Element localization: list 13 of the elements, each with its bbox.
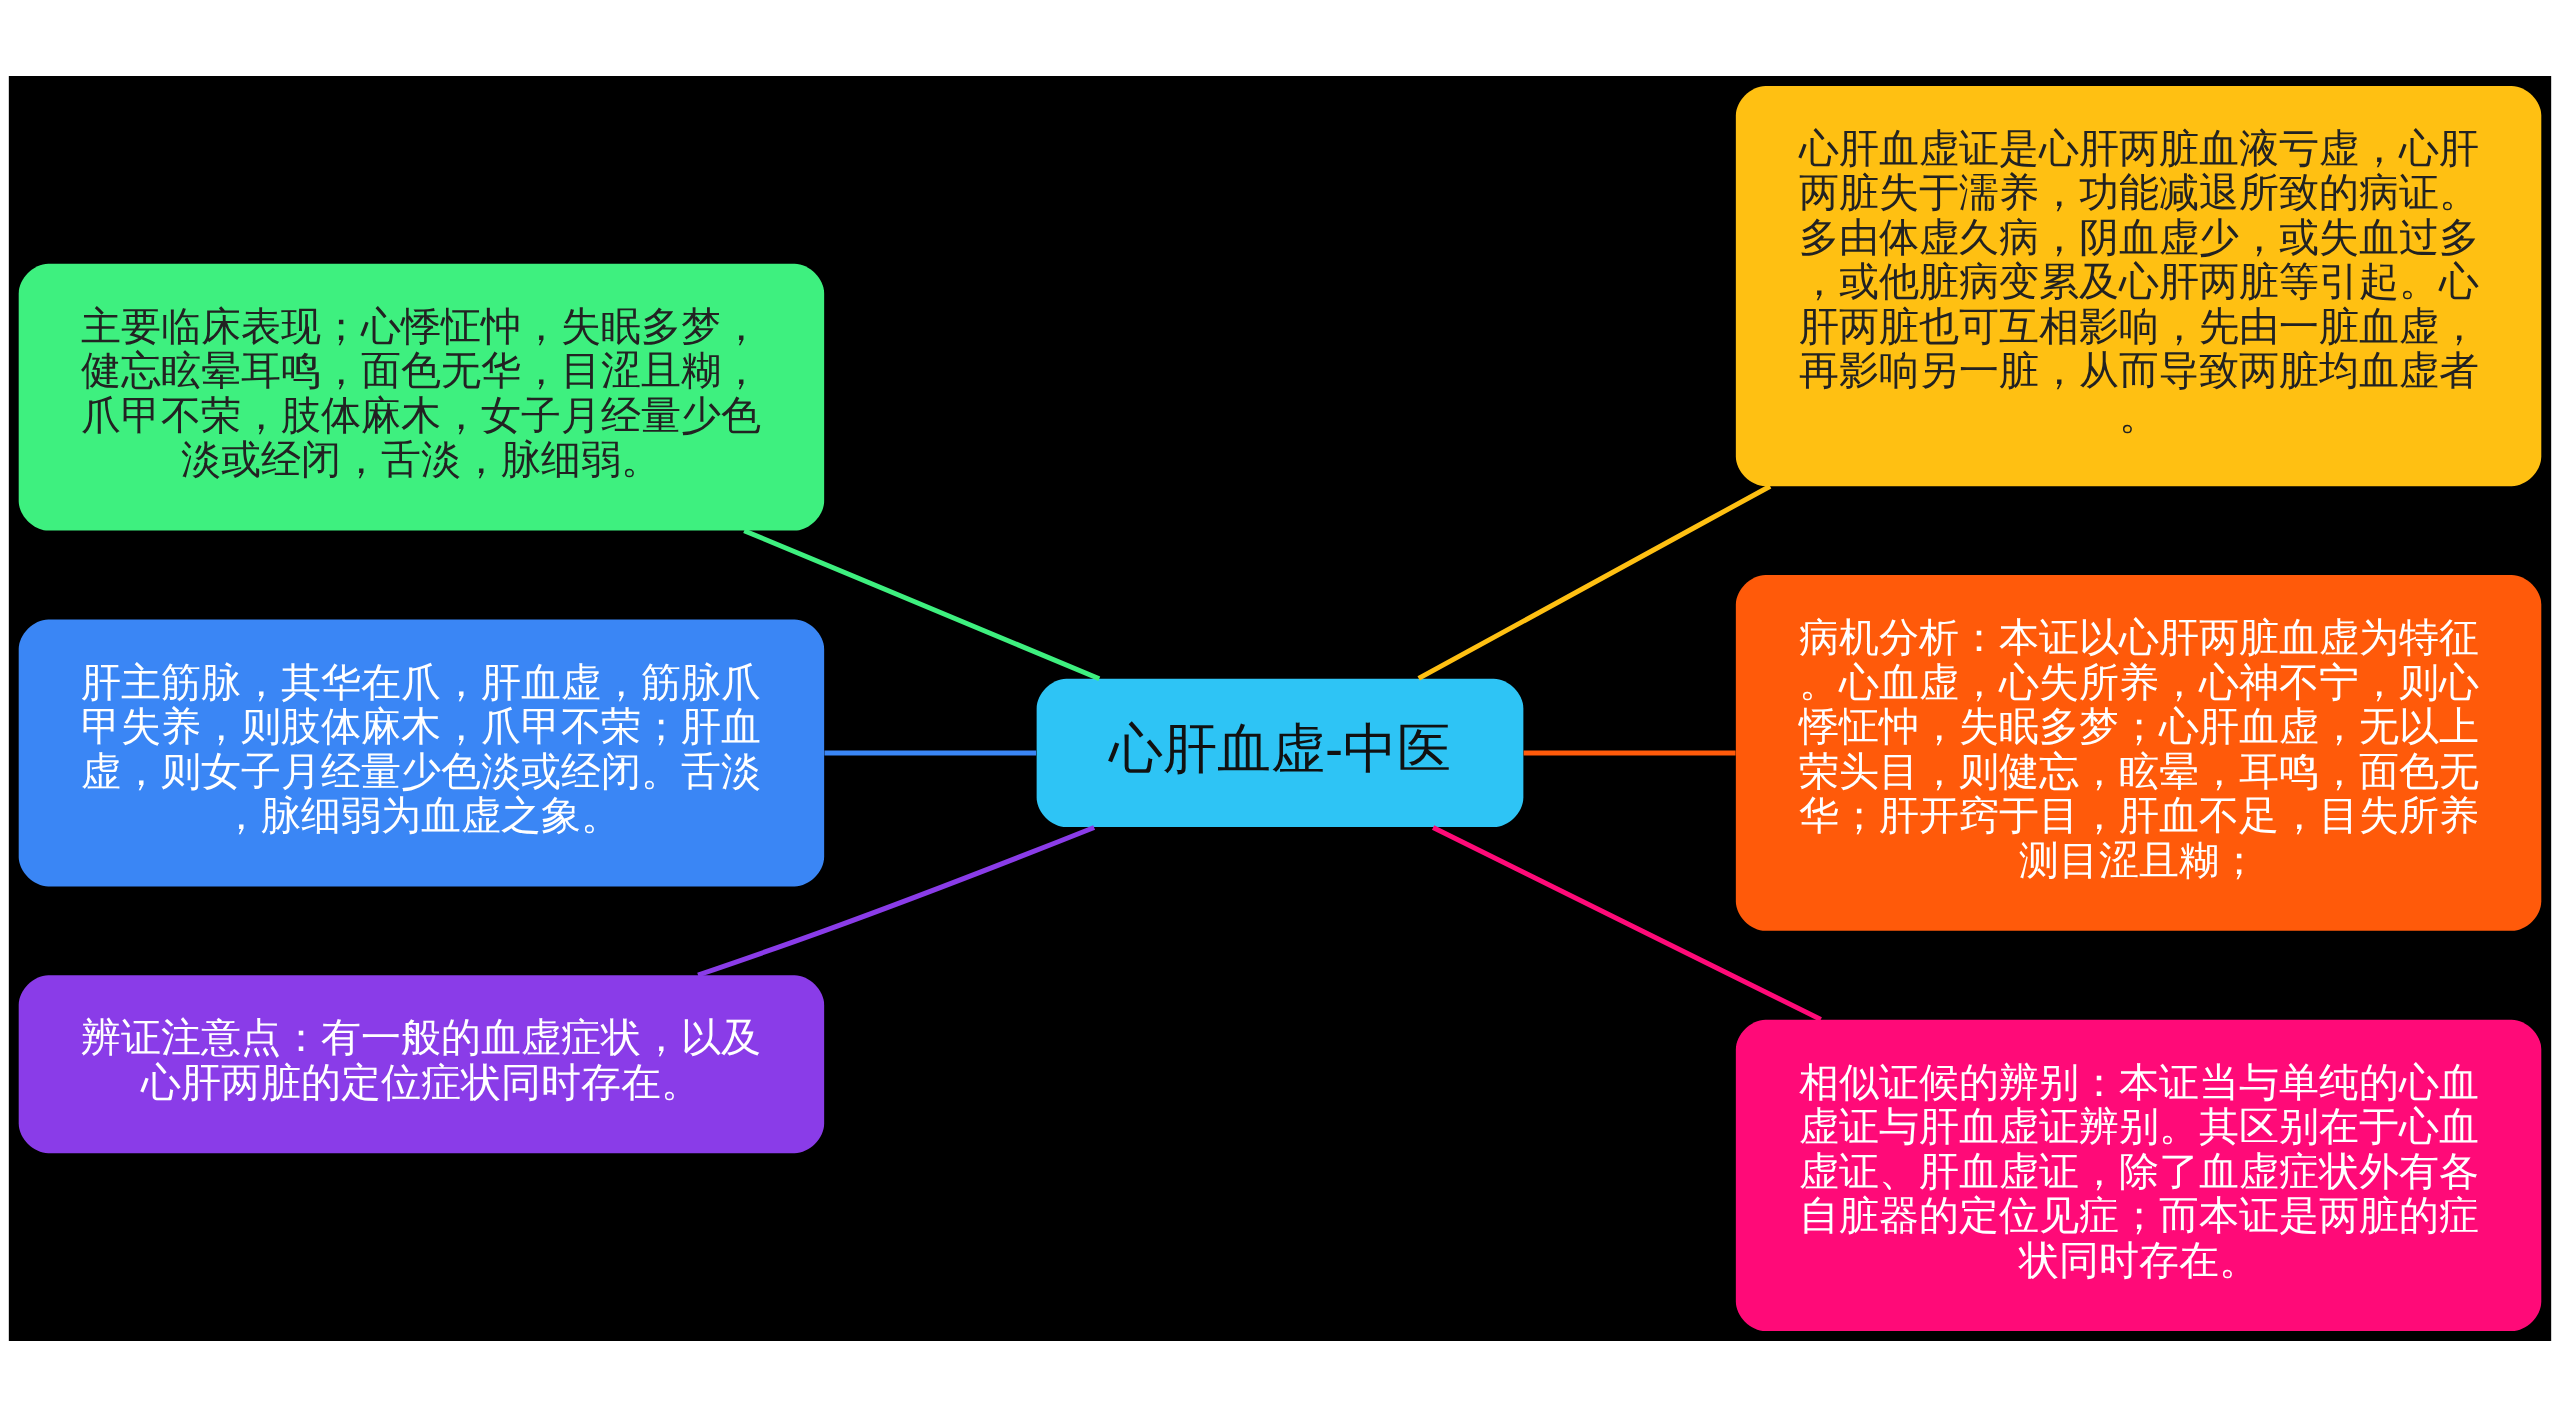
connector	[824, 750, 1037, 756]
connector	[743, 528, 1101, 681]
node-box: 肝主筋脉，其华在爪，肝血虚，筋脉爪甲失养，则肢体麻木，爪甲不荣；肝血虚，则女子月经量少色淡或经闭。舌淡，脉细弱为血虚之象。	[18, 619, 825, 887]
node-box: 主要临床表现；心悸怔忡，失眠多梦，健忘眩晕耳鸣，面色无华，目涩且糊，爪甲不荣，肢体麻木，女子月经量少色淡或经闭，舌淡，脉细弱。	[18, 263, 825, 531]
node-box: 辨证注意点：有一般的血虚症状，以及心肝两脏的定位症状同时存在。	[18, 975, 825, 1154]
node-box: 病机分析：本证以心肝两脏血虚为特征。心血虚，心失所养，心神不宁，则心悸怔忡，失眠多梦；心肝血虚，无以上荣头目，则健忘，眩晕，耳鸣，面色无华；肝开窍于目，肝血不足，目失所养测目涩且糊；	[1735, 575, 2542, 931]
node-box: 相似证候的辨别：本证当与单纯的心血虚证与肝血虚证辨别。其区别在于心血虚证、肝血虚证，除了血虚症状外有各自脏器的定位见症；而本证是两脏的症状同时存在。	[1735, 1019, 2542, 1332]
connector	[1523, 750, 1736, 756]
connector	[697, 825, 1096, 978]
connector	[1417, 484, 1772, 681]
node-box: 心肝血虚证是心肝两脏血液亏虚，心肝两脏失于濡养，功能减退所致的病证。多由体虚久病，阴血虚少，或失血过多，或他脏病变累及心肝两脏等引起。心肝两脏也可互相影响，先由一脏血虚，再影响另一脏，从而导致两脏均血虚者。	[1735, 85, 2542, 487]
connector	[1432, 825, 1822, 1022]
node-box: 心肝血虚-中医	[1036, 678, 1524, 828]
